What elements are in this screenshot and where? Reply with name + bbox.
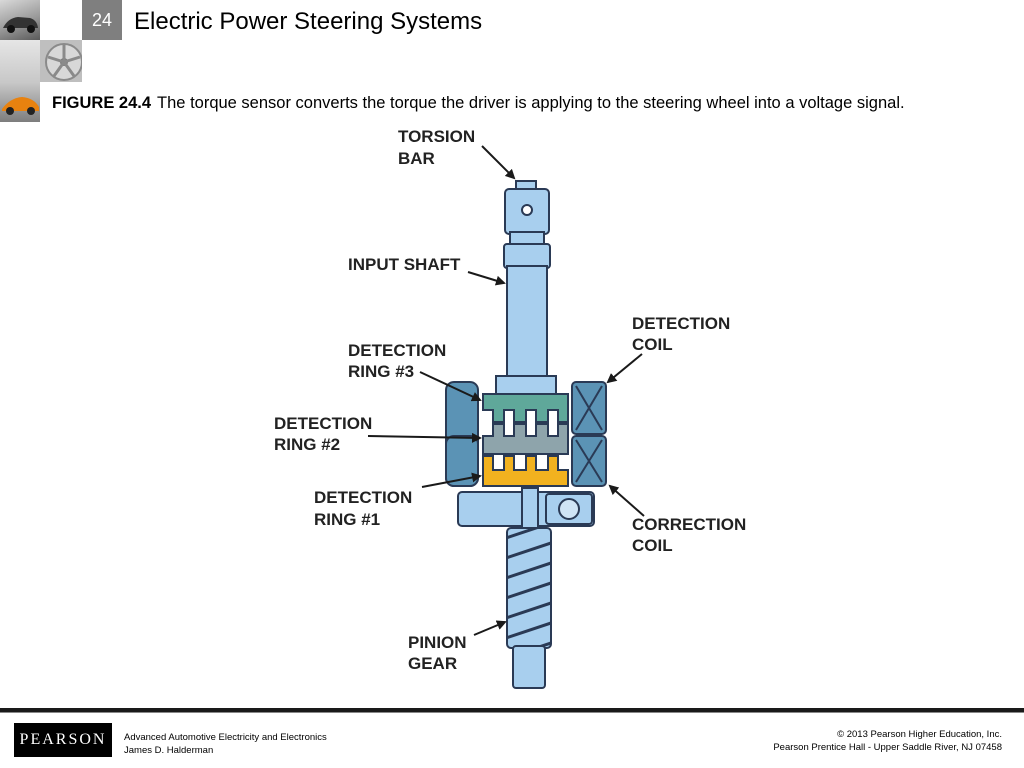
label-detection-ring-2: DETECTION RING #2: [274, 414, 377, 454]
pinion-gear: [506, 527, 552, 689]
footer-copyright-info: © 2013 Pearson Higher Education, Inc. Pe…: [773, 728, 1002, 754]
footer-divider: [0, 708, 1024, 712]
label-detection-ring-1: DETECTION RING #1: [314, 488, 417, 529]
footer-book-info: Advanced Automotive Electricity and Elec…: [124, 731, 327, 757]
bearing-ball-icon: [558, 498, 580, 520]
sports-car-thumbnail: [0, 82, 40, 122]
gray-thumbnail: [0, 40, 40, 82]
label-input-shaft: INPUT SHAFT: [348, 255, 461, 274]
input-shaft-flange: [495, 375, 557, 395]
correction-coil-winding-icon: [575, 439, 603, 483]
input-shaft: [495, 231, 557, 395]
arrow-detection-ring-3: [419, 371, 482, 402]
torque-sensor-diagram: TORSION BAR INPUT SHAFT DETECTION RING #…: [274, 127, 751, 689]
arrow-detection-coil: [606, 353, 643, 384]
label-pinion-gear: PINION GEAR: [408, 633, 471, 673]
arrow-detection-ring-2: [367, 432, 482, 443]
chapter-number: 24: [82, 0, 122, 40]
footer-book-title: Advanced Automotive Electricity and Elec…: [124, 732, 327, 743]
label-correction-coil: CORRECTION COIL: [632, 515, 751, 555]
car-thumbnail-1: [0, 0, 40, 40]
torsion-bar: [504, 180, 550, 235]
arrow-input-shaft: [467, 271, 506, 286]
figure-label: FIGURE 24.4: [52, 94, 152, 112]
detection-coil-winding-icon: [575, 385, 603, 431]
correction-coil: [571, 435, 607, 487]
detection-coil: [571, 381, 607, 435]
header-thumbnails: [0, 0, 82, 122]
label-detection-ring-3: DETECTION RING #3: [348, 341, 451, 381]
input-shaft-body: [506, 265, 548, 379]
sports-car-icon: [2, 97, 39, 115]
left-coil-lower: [445, 435, 479, 487]
label-detection-coil: DETECTION COIL: [632, 314, 735, 354]
label-torsion-bar: TORSION BAR: [398, 127, 480, 168]
input-shaft-collar: [503, 243, 551, 269]
footer-divider-thin: [0, 712, 1024, 713]
output-shaft-stub: [521, 487, 539, 529]
output-housing: [457, 487, 595, 529]
pinion-shaft-end: [512, 645, 546, 689]
detection-ring-2-shape: [482, 423, 569, 455]
detection-ring-1-shape: [482, 455, 569, 487]
arrow-detection-ring-1: [421, 472, 482, 488]
car-silhouette-icon: [3, 17, 38, 33]
footer-copyright: © 2013 Pearson Higher Education, Inc.: [837, 729, 1002, 740]
arrow-torsion-bar: [481, 145, 516, 180]
figure-caption: FIGURE 24.4 The torque sensor converts th…: [52, 90, 982, 116]
figure-caption-text: The torque sensor converts the torque th…: [157, 94, 905, 112]
pinion-gear-teeth: [507, 528, 551, 648]
arrow-correction-coil: [608, 484, 645, 517]
pearson-logo: PEARSON: [14, 723, 112, 757]
wheel-rim-icon: [45, 43, 82, 81]
detection-ring-3-shape: [482, 393, 569, 423]
footer-author: James D. Halderman: [124, 745, 214, 756]
page-title: Electric Power Steering Systems: [134, 8, 483, 35]
footer-publisher: Pearson Prentice Hall - Upper Saddle Riv…: [773, 742, 1002, 753]
wheel-thumbnail: [40, 40, 82, 82]
arrow-pinion-gear: [473, 620, 507, 636]
torsion-bar-pin-hole: [521, 204, 533, 216]
